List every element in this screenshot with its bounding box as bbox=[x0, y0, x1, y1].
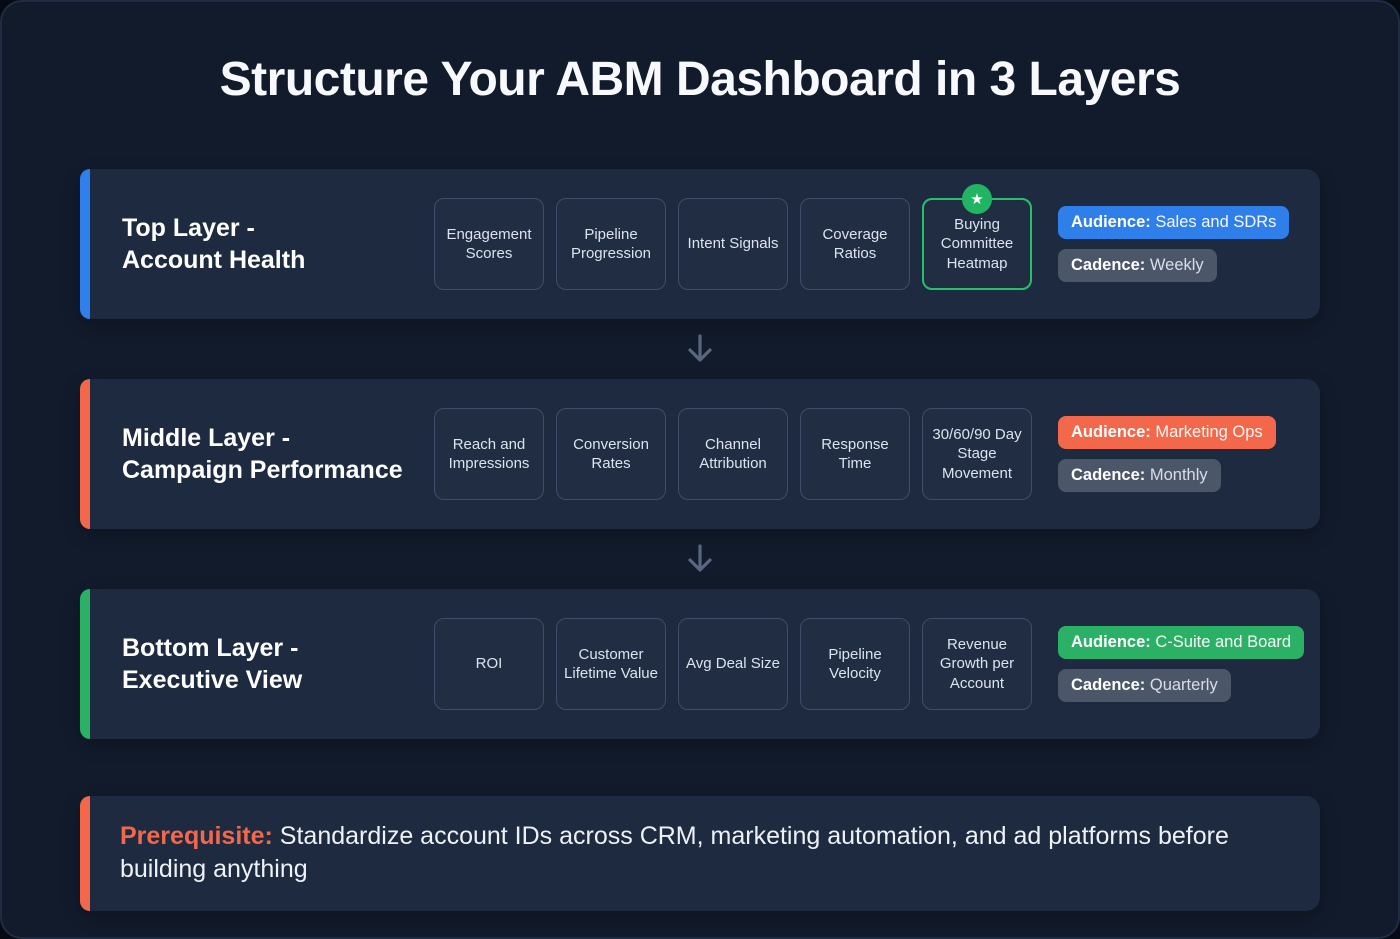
cadence-value: Quarterly bbox=[1149, 676, 1218, 694]
metric-chip: Channel Attribution bbox=[678, 408, 788, 500]
metric-chip-label: Buying Committee Heatmap bbox=[940, 215, 1014, 272]
metric-chip: Conversion Rates bbox=[556, 408, 666, 500]
pills-bottom: Audience: C-Suite and Board Cadence: Qua… bbox=[1058, 626, 1305, 702]
metric-chip: Customer Lifetime Value bbox=[556, 618, 666, 710]
cadence-value: Weekly bbox=[1149, 256, 1204, 274]
accent-bar-green bbox=[80, 589, 90, 739]
metric-chips-bottom: ROI Customer Lifetime Value Avg Deal Siz… bbox=[434, 618, 1032, 710]
metric-chip-highlighted: ★ Buying Committee Heatmap bbox=[922, 184, 1032, 290]
accent-bar-orange bbox=[80, 379, 90, 529]
arrow-row-1 bbox=[2, 319, 1398, 379]
metric-chip: 30/60/90 Day Stage Movement bbox=[922, 408, 1032, 500]
metric-chip: Response Time bbox=[800, 408, 910, 500]
layer-card-middle: Middle Layer - Campaign Performance Reac… bbox=[80, 379, 1320, 529]
audience-label: Audience: bbox=[1071, 633, 1151, 651]
layer-title-line1: Top Layer - bbox=[122, 213, 255, 242]
cadence-pill: Cadence: Quarterly bbox=[1058, 669, 1231, 702]
layer-title-line2: Account Health bbox=[122, 246, 306, 274]
star-icon: ★ bbox=[962, 184, 992, 214]
metric-chip: Coverage Ratios bbox=[800, 198, 910, 290]
down-arrow-icon bbox=[688, 334, 712, 362]
audience-pill: Audience: Marketing Ops bbox=[1058, 416, 1276, 449]
metric-chip: Avg Deal Size bbox=[678, 618, 788, 710]
layer-title-bottom: Bottom Layer - Executive View bbox=[122, 632, 434, 697]
layer-title-line1: Bottom Layer - bbox=[122, 633, 299, 662]
metric-chips-middle: Reach and Impressions Conversion Rates C… bbox=[434, 408, 1032, 500]
metric-chip: Reach and Impressions bbox=[434, 408, 544, 500]
audience-pill: Audience: C-Suite and Board bbox=[1058, 626, 1305, 659]
audience-label: Audience: bbox=[1071, 213, 1151, 231]
cadence-pill: Cadence: Weekly bbox=[1058, 249, 1217, 282]
accent-bar-orange bbox=[80, 796, 90, 911]
audience-value: Marketing Ops bbox=[1155, 423, 1263, 441]
metric-chip: Pipeline Velocity bbox=[800, 618, 910, 710]
accent-bar-blue bbox=[80, 169, 90, 319]
layer-card-top: Top Layer - Account Health Engagement Sc… bbox=[80, 169, 1320, 319]
cadence-value: Monthly bbox=[1149, 466, 1208, 484]
pills-middle: Audience: Marketing Ops Cadence: Monthly bbox=[1058, 416, 1298, 492]
layer-title-line2: Executive View bbox=[122, 666, 303, 694]
page-title: Structure Your ABM Dashboard in 3 Layers bbox=[219, 53, 1181, 106]
metric-chip: Intent Signals bbox=[678, 198, 788, 290]
audience-value: C-Suite and Board bbox=[1155, 633, 1292, 651]
cadence-label: Cadence: bbox=[1071, 676, 1146, 694]
prerequisite-label: Prerequisite: bbox=[120, 822, 273, 850]
audience-pill: Audience: Sales and SDRs bbox=[1058, 206, 1290, 239]
metric-chip: Pipeline Progression bbox=[556, 198, 666, 290]
prerequisite-body: Standardize account IDs across CRM, mark… bbox=[120, 822, 1229, 884]
down-arrow-icon bbox=[688, 544, 712, 572]
metric-chip: Engagement Scores bbox=[434, 198, 544, 290]
layer-title-top: Top Layer - Account Health bbox=[122, 212, 434, 277]
prerequisite-text: Prerequisite: Standardize account IDs ac… bbox=[120, 820, 1230, 887]
layer-title-middle: Middle Layer - Campaign Performance bbox=[122, 422, 434, 487]
cadence-label: Cadence: bbox=[1071, 466, 1146, 484]
audience-value: Sales and SDRs bbox=[1155, 213, 1277, 231]
metric-chip: Revenue Growth per Account bbox=[922, 618, 1032, 710]
cadence-label: Cadence: bbox=[1071, 256, 1146, 274]
pills-top: Audience: Sales and SDRs Cadence: Weekly bbox=[1058, 206, 1298, 282]
layer-title-line2: Campaign Performance bbox=[122, 456, 403, 484]
layer-title-line1: Middle Layer - bbox=[122, 423, 291, 452]
metric-chip: ROI bbox=[434, 618, 544, 710]
cadence-pill: Cadence: Monthly bbox=[1058, 459, 1221, 492]
arrow-row-2 bbox=[2, 529, 1398, 589]
layer-card-bottom: Bottom Layer - Executive View ROI Custom… bbox=[80, 589, 1320, 739]
audience-label: Audience: bbox=[1071, 423, 1151, 441]
prerequisite-card: Prerequisite: Standardize account IDs ac… bbox=[80, 796, 1320, 911]
metric-chips-top: Engagement Scores Pipeline Progression I… bbox=[434, 184, 1032, 290]
